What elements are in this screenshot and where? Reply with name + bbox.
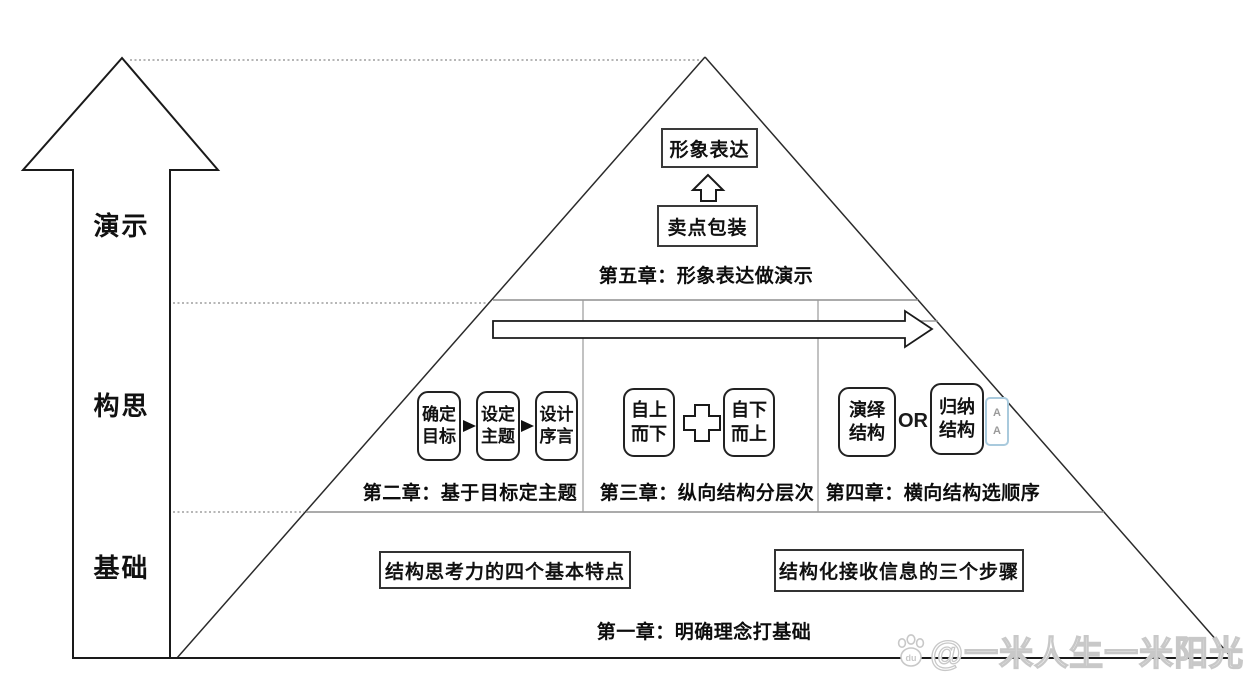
plus-icon <box>683 404 721 442</box>
box-bottom-up: 自下而上 <box>723 388 775 457</box>
caption-chapter4: 第四章：横向结构选顺序 <box>825 483 1041 504</box>
level-label-conception: 构思 <box>93 391 150 421</box>
box-inductive-structure: 归纳结构 <box>930 383 984 455</box>
pyramid-left-slope <box>176 56 706 659</box>
box-design-preface: 设计序言 <box>535 391 578 461</box>
watermark-text: @一米人生一米阳光 <box>929 634 1245 673</box>
or-connector-label: OR <box>898 410 928 432</box>
box-deductive-structure: 演绎结构 <box>838 387 896 457</box>
level-axis-arrow-icon <box>20 56 221 659</box>
paw-icon: du <box>897 633 925 667</box>
box-selling-point-packaging: 卖点包装 <box>657 205 758 247</box>
tooltip-glyph: A <box>993 424 1001 437</box>
box-visual-expression: 形象表达 <box>661 128 758 168</box>
caption-chapter5: 第五章：形象表达做演示 <box>598 266 814 287</box>
watermark: du @一米人生一米阳光 <box>895 626 1244 675</box>
caption-chapter2: 第二章：基于目标定主题 <box>362 483 578 504</box>
paw-badge-text: du <box>906 653 917 663</box>
font-size-tooltip: A A <box>985 397 1009 446</box>
step-arrow-icon <box>463 420 476 432</box>
caption-chapter1: 第一章：明确理念打基础 <box>596 622 812 643</box>
box-define-goal: 确定目标 <box>417 391 461 461</box>
box-four-basic-traits: 结构思考力的四个基本特点 <box>379 551 631 589</box>
up-arrow-icon <box>690 173 726 202</box>
step-arrow-icon <box>521 420 534 432</box>
tooltip-glyph: A <box>993 406 1001 419</box>
flow-arrow-icon <box>492 309 934 349</box>
level-label-presentation: 演示 <box>93 211 150 241</box>
box-set-theme: 设定主题 <box>476 391 520 461</box>
box-top-down: 自上而下 <box>623 388 675 457</box>
box-three-steps-receiving: 结构化接收信息的三个步骤 <box>774 549 1024 592</box>
pyramid-right-slope <box>704 56 1233 659</box>
level-label-foundation: 基础 <box>93 553 150 583</box>
caption-chapter3: 第三章：纵向结构分层次 <box>599 483 815 504</box>
